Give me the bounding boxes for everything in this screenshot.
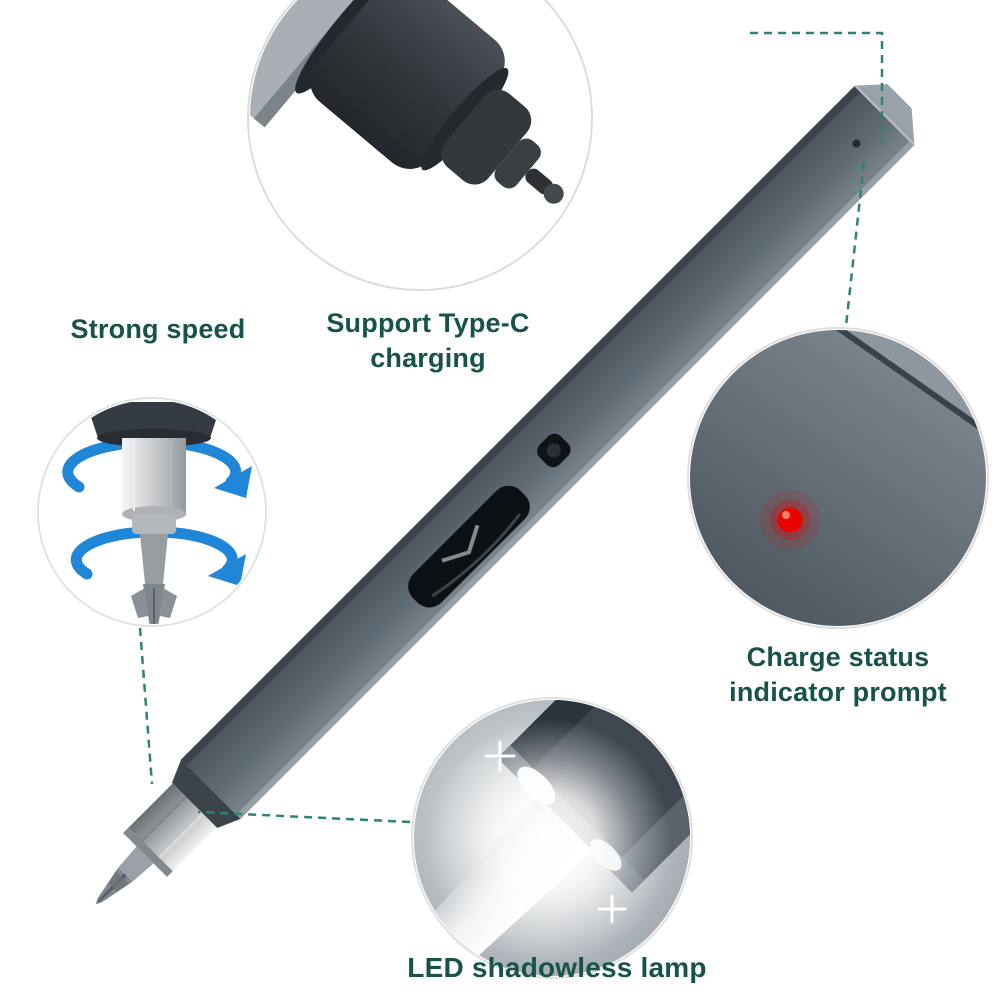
- callout-led-lamp: LED shadowless lamp: [407, 952, 707, 983]
- pen-edge-highlight: [236, 140, 915, 819]
- screwdriver-pen: [95, 84, 916, 905]
- phillips-bit: [95, 846, 154, 905]
- rocker-button: [408, 485, 530, 608]
- leader-led-lamp: [197, 810, 411, 824]
- led-lamp-inset-circle: [411, 697, 693, 979]
- lens-flare-sparkles: [484, 740, 627, 924]
- rotation-arrowhead-top: [214, 466, 252, 498]
- led-indicator-dot: [760, 490, 820, 550]
- pen-tip-bevel: [171, 759, 241, 829]
- lamp-button-dot: [546, 443, 561, 458]
- led-glow: [427, 718, 672, 963]
- lamp-closeup: [414, 700, 690, 976]
- leader-lines: [138, 31, 884, 824]
- typec-connector: [250, 0, 564, 204]
- pen-edge-shadow: [181, 85, 861, 766]
- spinning-bit-graphic: [86, 402, 222, 624]
- callout-strong-speed: Strong speed: [70, 314, 246, 344]
- pen-end-seam: [854, 84, 916, 146]
- typec-inset-circle: [247, 0, 593, 291]
- rocker-highlight-chevron: [441, 524, 480, 563]
- typec-plug-tip: [543, 183, 564, 204]
- callout-charge-status: Charge status indicator prompt: [729, 642, 947, 708]
- metal-collar: [123, 783, 217, 877]
- strong-speed-inset-circle: [37, 397, 267, 627]
- callout-type-c-charging: Support Type-C charging: [326, 308, 530, 374]
- leader-strong-speed: [138, 627, 154, 785]
- indicator-hole: [852, 139, 861, 148]
- rotation-arrowhead-bottom: [208, 554, 246, 586]
- leader-typec-indicator: [750, 31, 884, 144]
